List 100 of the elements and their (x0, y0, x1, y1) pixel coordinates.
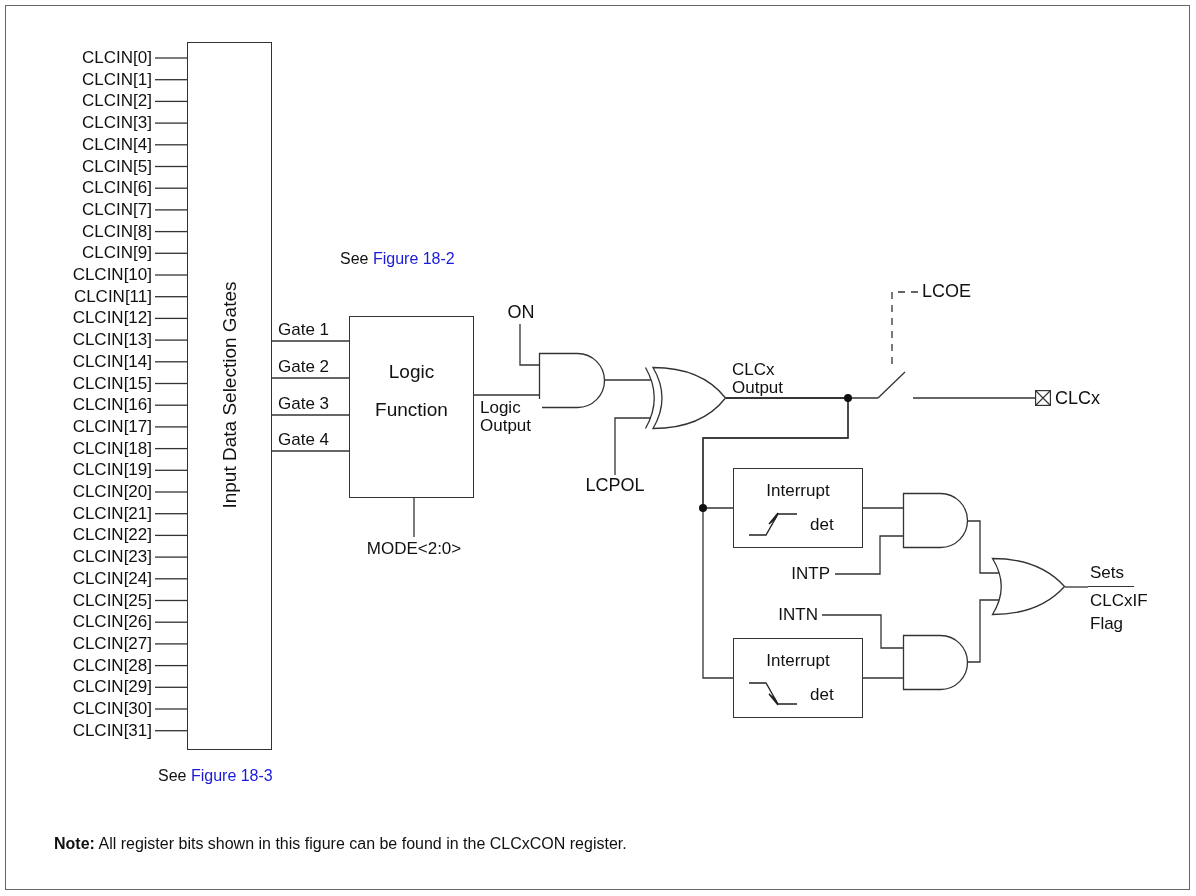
signal-wire (154, 209, 188, 211)
signal-label: LCPOL (572, 475, 658, 497)
signal-wire (154, 317, 188, 320)
signal-label: CLCIN[18] (52, 438, 152, 459)
signal-label: CLCIN[4] (52, 134, 152, 155)
signal-label: CLCIN[30] (52, 699, 152, 719)
signal-label: CLCIN[1] (52, 69, 152, 90)
block-label: det (810, 685, 834, 705)
signal-wire (154, 296, 188, 298)
signal-label: INTN (760, 605, 818, 625)
signal-label: CLCIN[26] (52, 612, 152, 633)
signal-wire (154, 621, 188, 623)
block-label: Interrupt (765, 651, 831, 671)
signal-wire (154, 339, 188, 341)
signal-wire (154, 57, 188, 59)
signal-label: CLCIN[2] (52, 91, 152, 112)
signal-label: CLCIN[11] (52, 286, 152, 307)
block-label: Interrupt (765, 481, 831, 501)
edge-label: Logic Output (480, 399, 542, 435)
signal-label: CLCIN[21] (52, 503, 152, 524)
block-label: Input Data Selection Gates (218, 281, 241, 509)
signal-wire (604, 379, 652, 381)
control-line (891, 291, 919, 365)
signal-wire (154, 491, 188, 493)
signal-label: ON (502, 302, 540, 324)
signal-label: CLCIN[25] (52, 590, 152, 611)
signal-wire (154, 708, 188, 710)
signal-label: LCOE (922, 281, 978, 303)
signal-wire (473, 394, 540, 396)
signal-wire (154, 513, 188, 515)
signal-wire (834, 535, 904, 575)
figure-link: Figure 18-3 (190, 767, 273, 784)
signal-wire (154, 534, 188, 537)
flag-label: Sets (1090, 563, 1125, 583)
signal-label: CLCIN[6] (52, 178, 152, 199)
flag-label: CLCxIF Flag (1090, 590, 1149, 635)
figure-link: Figure 18-2 (372, 250, 455, 267)
signal-label: CLCIN[24] (52, 568, 152, 589)
signal-wire (154, 686, 188, 688)
signal-label: CLCIN[14] (52, 351, 152, 372)
signal-wire (271, 377, 350, 379)
signal-label: CLCIN[9] (52, 243, 152, 264)
signal-wire (1064, 586, 1089, 588)
signal-wire (154, 599, 188, 602)
signal-label: CLCIN[3] (52, 113, 152, 134)
signal-label: CLCIN[27] (52, 633, 152, 654)
signal-label: CLCIN[5] (52, 156, 152, 177)
logic-function-block (349, 316, 474, 498)
signal-label: CLCIN[8] (52, 221, 152, 242)
signal-label: INTP (768, 564, 830, 584)
block-label: det (810, 515, 834, 535)
signal-label: CLCIN[29] (52, 677, 152, 698)
signal-wire (154, 122, 188, 124)
signal-wire (271, 340, 350, 342)
signal-label: CLCIN[12] (52, 308, 152, 329)
signal-wire (154, 404, 188, 406)
signal-wire (154, 100, 188, 103)
signal-wire (154, 426, 188, 428)
signal-wire (271, 450, 350, 452)
signal-wire (154, 230, 188, 233)
edge-detector-block (733, 468, 863, 548)
signal-label: CLCIN[31] (52, 720, 152, 741)
signal-label: CLCIN[7] (52, 199, 152, 220)
signal-label: CLCIN[16] (52, 395, 152, 416)
signal-wire (154, 252, 188, 254)
signal-wire (912, 397, 1036, 399)
signal-wire (154, 382, 188, 385)
signal-wire (862, 677, 904, 679)
signal-label: CLCIN[22] (52, 525, 152, 546)
signal-label: MODE<2:0> (355, 539, 473, 559)
signal-wire (154, 643, 188, 645)
and-gate (903, 493, 968, 548)
signal-label: CLCIN[23] (52, 547, 152, 568)
signal-wire (821, 614, 904, 649)
signal-wire (154, 664, 188, 667)
signal-wire (154, 469, 188, 471)
signal-label: CLCIN[28] (52, 655, 152, 676)
block-label: Logic Function (374, 360, 449, 422)
signal-label: CLCIN[20] (52, 482, 152, 502)
signal-wire (154, 447, 188, 450)
signal-wire (614, 417, 652, 476)
or-gate (992, 558, 1065, 615)
and-gate (903, 635, 968, 690)
signal-wire (967, 520, 1000, 574)
signal-wire (702, 397, 849, 679)
reference-text: See (158, 767, 187, 784)
signal-wire (154, 165, 188, 168)
signal-wire (154, 144, 188, 146)
note-text: Note: All register bits shown in this figure can be found in the CLCxCON register. (54, 835, 627, 852)
signal-wire (154, 187, 188, 189)
signal-wire (154, 556, 188, 558)
and-gate (539, 353, 605, 408)
selection-gates-block (187, 42, 272, 750)
signal-wire (519, 323, 540, 366)
signal-label: CLCIN[0] (52, 48, 152, 68)
edge-detector-block (733, 638, 863, 718)
signal-label: CLCIN[15] (52, 373, 152, 394)
signal-wire (154, 578, 188, 580)
signal-wire (154, 730, 188, 732)
signal-label: CLCIN[19] (52, 460, 152, 481)
